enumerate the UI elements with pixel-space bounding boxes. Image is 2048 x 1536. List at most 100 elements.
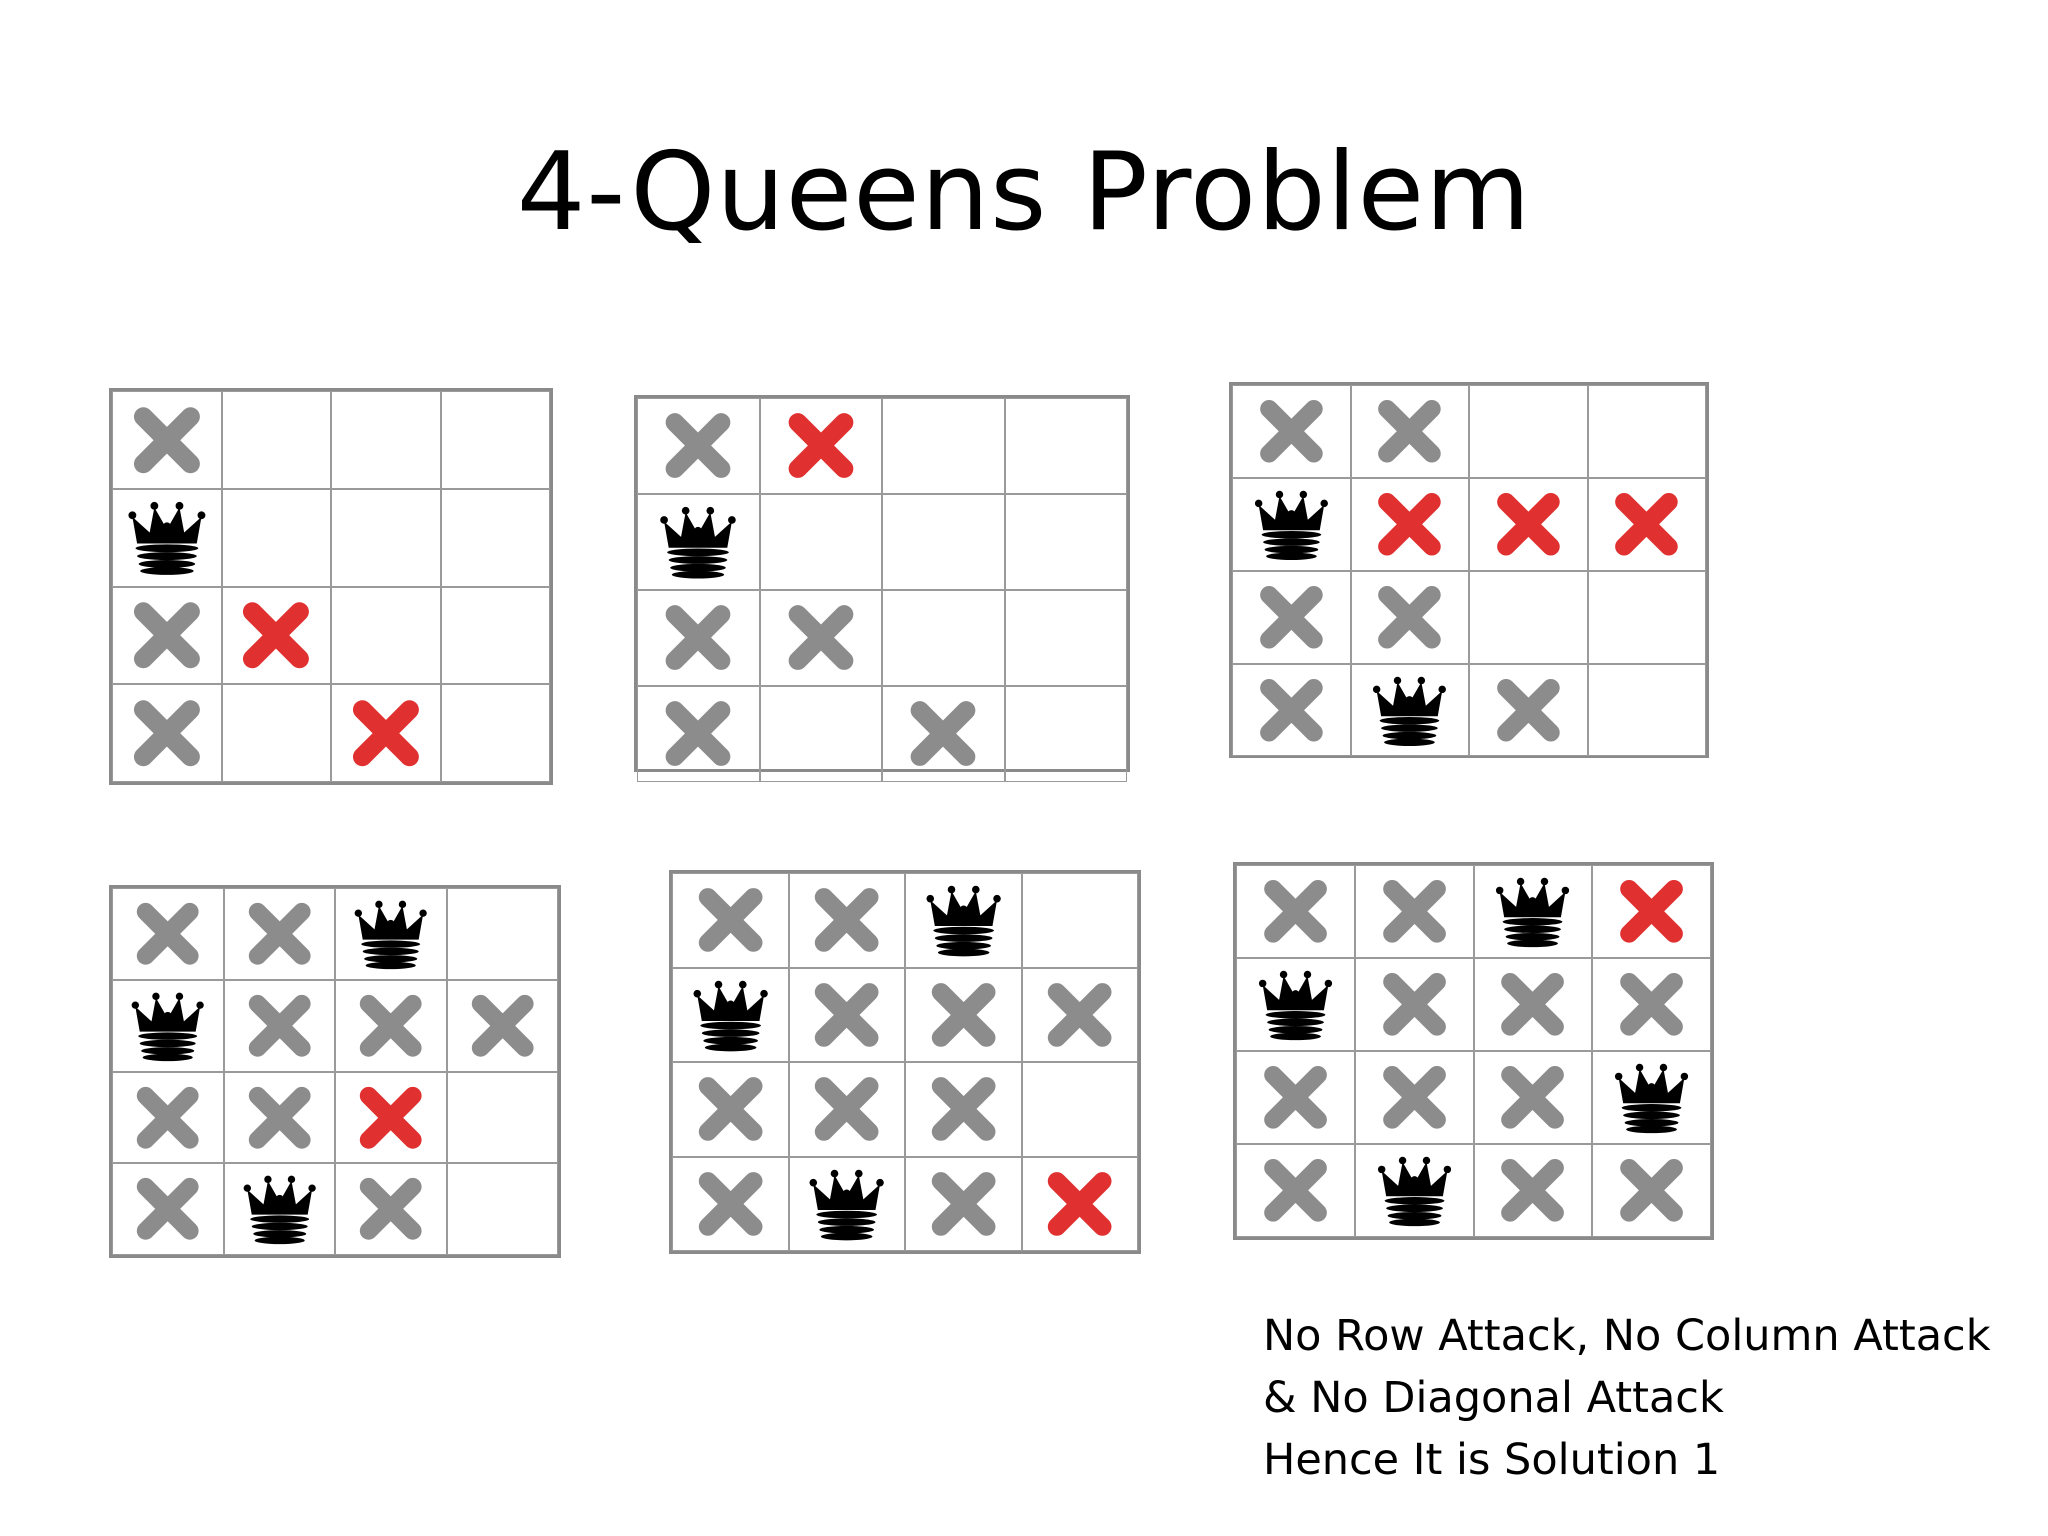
queen-icon xyxy=(1233,479,1350,570)
board-5-cell-r3c3 xyxy=(905,1062,1022,1157)
board-3-cell-r4c3 xyxy=(1469,663,1588,757)
board-1-cell-r3c4 xyxy=(440,586,550,685)
gray-cross-icon xyxy=(673,874,788,967)
board-2-cell-r3c1 xyxy=(637,589,760,686)
board-1-cell-r4c2 xyxy=(221,684,331,782)
board-3-cell-r4c2 xyxy=(1350,663,1469,757)
gray-cross-icon xyxy=(1475,1052,1592,1143)
board-1-cell-r2c3 xyxy=(331,488,441,587)
gray-cross-icon xyxy=(1593,959,1710,1050)
board-6-cell-r3c2 xyxy=(1354,1051,1474,1145)
chessboard-1 xyxy=(109,388,553,785)
gray-cross-icon xyxy=(1593,1145,1710,1236)
board-2-cell-r4c2 xyxy=(759,685,882,782)
gray-cross-icon xyxy=(638,591,759,685)
board-1-cell-r4c4 xyxy=(440,684,550,782)
board-3-cell-r1c1 xyxy=(1232,385,1351,478)
chessboard-2 xyxy=(634,395,1130,782)
gray-cross-icon xyxy=(1352,572,1469,663)
board-4-cell-r4c2 xyxy=(223,1163,335,1255)
gray-cross-icon xyxy=(1233,665,1350,756)
gray-cross-icon xyxy=(673,1158,788,1251)
gray-cross-icon xyxy=(1233,572,1350,663)
board-1-cell-r3c3 xyxy=(331,586,441,685)
red-cross-icon xyxy=(223,588,331,684)
board-3-cell-r1c2 xyxy=(1350,385,1469,478)
red-cross-icon xyxy=(1589,479,1706,570)
board-5-cell-r2c4 xyxy=(1021,967,1138,1062)
board-2-cell-r1c1 xyxy=(637,398,760,494)
queen-icon xyxy=(113,981,223,1071)
queen-icon xyxy=(1352,665,1469,756)
board-2-cell-r3c3 xyxy=(882,589,1005,686)
board-4-cell-r2c2 xyxy=(223,979,335,1072)
gray-cross-icon xyxy=(113,1164,223,1254)
gray-cross-icon xyxy=(906,969,1021,1062)
queen-icon xyxy=(1475,866,1592,957)
board-6-cell-r4c4 xyxy=(1592,1144,1711,1238)
caption-line-1: No Row Attack, No Column Attack xyxy=(1263,1311,1991,1361)
gray-cross-icon xyxy=(113,392,221,488)
gray-cross-icon xyxy=(1475,1145,1592,1236)
red-cross-icon xyxy=(1352,479,1469,570)
chessboard-3 xyxy=(1229,382,1709,758)
queen-icon xyxy=(1237,959,1354,1050)
board-2-cell-r4c4 xyxy=(1004,685,1127,782)
gray-cross-icon xyxy=(448,981,558,1071)
board-3-cell-r2c2 xyxy=(1350,477,1469,571)
board-2-cell-r1c2 xyxy=(759,398,882,494)
red-cross-icon xyxy=(1593,866,1710,957)
board-1-cell-r2c2 xyxy=(221,488,331,587)
queen-icon xyxy=(790,1158,905,1251)
gray-cross-icon xyxy=(1470,665,1587,756)
board-1-cell-r1c2 xyxy=(221,391,331,489)
queen-icon xyxy=(336,889,446,979)
board-5-cell-r4c3 xyxy=(905,1156,1022,1251)
gray-cross-icon xyxy=(1237,1052,1354,1143)
gray-cross-icon xyxy=(761,591,882,685)
queen-icon xyxy=(113,490,221,586)
gray-cross-icon xyxy=(1356,866,1473,957)
board-5-cell-r1c4 xyxy=(1021,873,1138,968)
board-5-cell-r4c1 xyxy=(672,1156,789,1251)
gray-cross-icon xyxy=(1356,1052,1473,1143)
red-cross-icon xyxy=(332,685,440,781)
board-4-cell-r1c3 xyxy=(335,888,447,980)
red-cross-icon xyxy=(336,1073,446,1163)
board-3-cell-r3c2 xyxy=(1350,570,1469,664)
board-1-cell-r2c1 xyxy=(112,488,222,587)
board-5-cell-r1c2 xyxy=(788,873,905,968)
chessboard-6 xyxy=(1233,862,1714,1240)
board-2-cell-r2c1 xyxy=(637,493,760,590)
gray-cross-icon xyxy=(336,1164,446,1254)
gray-cross-icon xyxy=(906,1158,1021,1251)
board-5-cell-r3c1 xyxy=(672,1062,789,1157)
board-6-cell-r2c2 xyxy=(1354,958,1474,1052)
queen-icon xyxy=(1356,1145,1473,1236)
gray-cross-icon xyxy=(336,981,446,1071)
board-4-cell-r3c2 xyxy=(223,1071,335,1164)
board-6-cell-r1c4 xyxy=(1592,865,1711,959)
board-6-cell-r4c1 xyxy=(1236,1144,1355,1238)
board-3-cell-r3c1 xyxy=(1232,570,1351,664)
board-4-cell-r1c4 xyxy=(446,888,558,980)
board-3-cell-r2c4 xyxy=(1587,477,1706,571)
board-4-cell-r1c2 xyxy=(223,888,335,980)
board-1-cell-r2c4 xyxy=(440,488,550,587)
gray-cross-icon xyxy=(1352,386,1469,477)
gray-cross-icon xyxy=(225,889,335,979)
board-5-cell-r2c2 xyxy=(788,967,905,1062)
gray-cross-icon xyxy=(638,687,759,781)
board-4-cell-r3c4 xyxy=(446,1071,558,1164)
board-3-cell-r1c4 xyxy=(1587,385,1706,478)
red-cross-icon xyxy=(1023,1158,1138,1251)
board-6-cell-r2c1 xyxy=(1236,958,1355,1052)
gray-cross-icon xyxy=(225,1073,335,1163)
board-1-cell-r3c1 xyxy=(112,586,222,685)
board-4-cell-r2c4 xyxy=(446,979,558,1072)
board-2-cell-r3c2 xyxy=(759,589,882,686)
gray-cross-icon xyxy=(883,687,1004,781)
board-3-cell-r4c4 xyxy=(1587,663,1706,757)
gray-cross-icon xyxy=(113,1073,223,1163)
gray-cross-icon xyxy=(673,1063,788,1156)
